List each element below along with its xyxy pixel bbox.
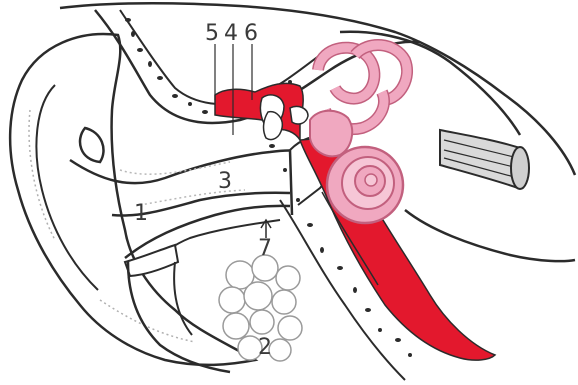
auricle-outline <box>10 34 255 365</box>
label-6: 6 <box>244 21 258 46</box>
label-4: 4 <box>224 21 238 46</box>
ossicle-incus[interactable] <box>264 112 283 140</box>
label-7: 7 <box>258 236 272 261</box>
lower-bone-fragment <box>125 245 178 276</box>
vestibule[interactable] <box>310 111 352 157</box>
label-3: 3 <box>218 169 232 194</box>
label-5: 5 <box>205 21 219 46</box>
ossicle-stapes[interactable] <box>290 106 308 124</box>
label-2: 2 <box>258 335 272 360</box>
petrous-bone-lower <box>405 210 575 261</box>
auditory-nerve[interactable] <box>440 130 529 189</box>
label-1: 1 <box>134 201 148 226</box>
cochlea[interactable] <box>327 147 403 223</box>
